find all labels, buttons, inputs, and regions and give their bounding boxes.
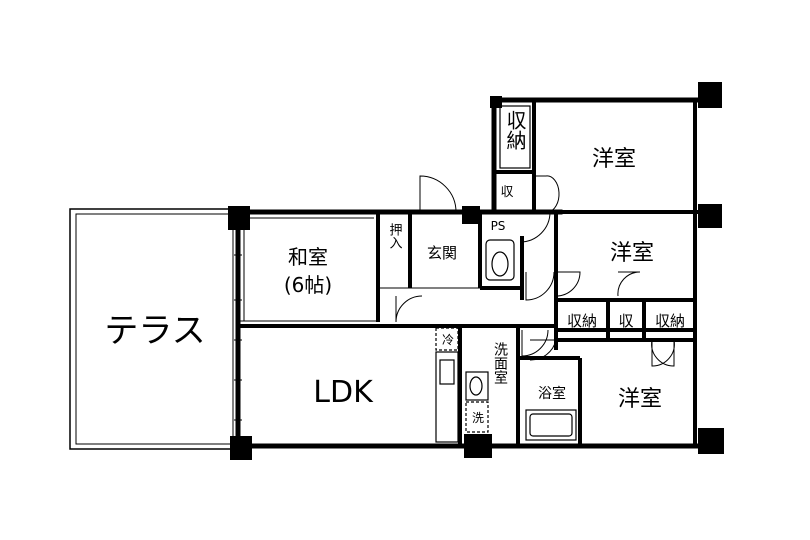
- yoshitsu-top-label: 洋室: [592, 147, 636, 172]
- yokushitsu-label: 浴室: [538, 385, 566, 402]
- washitsu-label: 和室: [288, 245, 328, 269]
- genkan-label: 玄関: [427, 244, 457, 262]
- ldk-label: LDK: [313, 375, 374, 410]
- vertical-labels: 収納 押入 洗面室 冷 洗: [387, 110, 528, 425]
- storage-right-label: 収納: [655, 312, 685, 330]
- structural-columns: [228, 82, 724, 460]
- door-swings: [348, 175, 675, 367]
- walls: [234, 97, 715, 451]
- ps-label: PS: [491, 219, 506, 233]
- senmenshitsu-label: 洗面室: [492, 342, 508, 384]
- room-labels: テラス LDK 和室 (6帖) 玄関 PS 洋室 洋室 洋室 収納 収 収納 収…: [104, 147, 685, 412]
- shu-small-top-label: 収: [500, 185, 513, 200]
- oshiire-label: 押入: [387, 223, 403, 249]
- fixtures: [435, 105, 577, 443]
- sen-label: 洗: [472, 411, 484, 425]
- yoshitsu-mid-label: 洋室: [610, 241, 654, 266]
- shu-small-mid-label: 収: [618, 312, 633, 330]
- yoshitsu-bottom-label: 洋室: [618, 387, 662, 412]
- storage-left-label: 収納: [567, 312, 597, 330]
- washitsu-size-label: (6帖): [284, 273, 332, 297]
- terrace-label: テラス: [104, 311, 205, 351]
- storage-top-label: 収納: [503, 110, 527, 150]
- rei-label: 冷: [442, 333, 454, 347]
